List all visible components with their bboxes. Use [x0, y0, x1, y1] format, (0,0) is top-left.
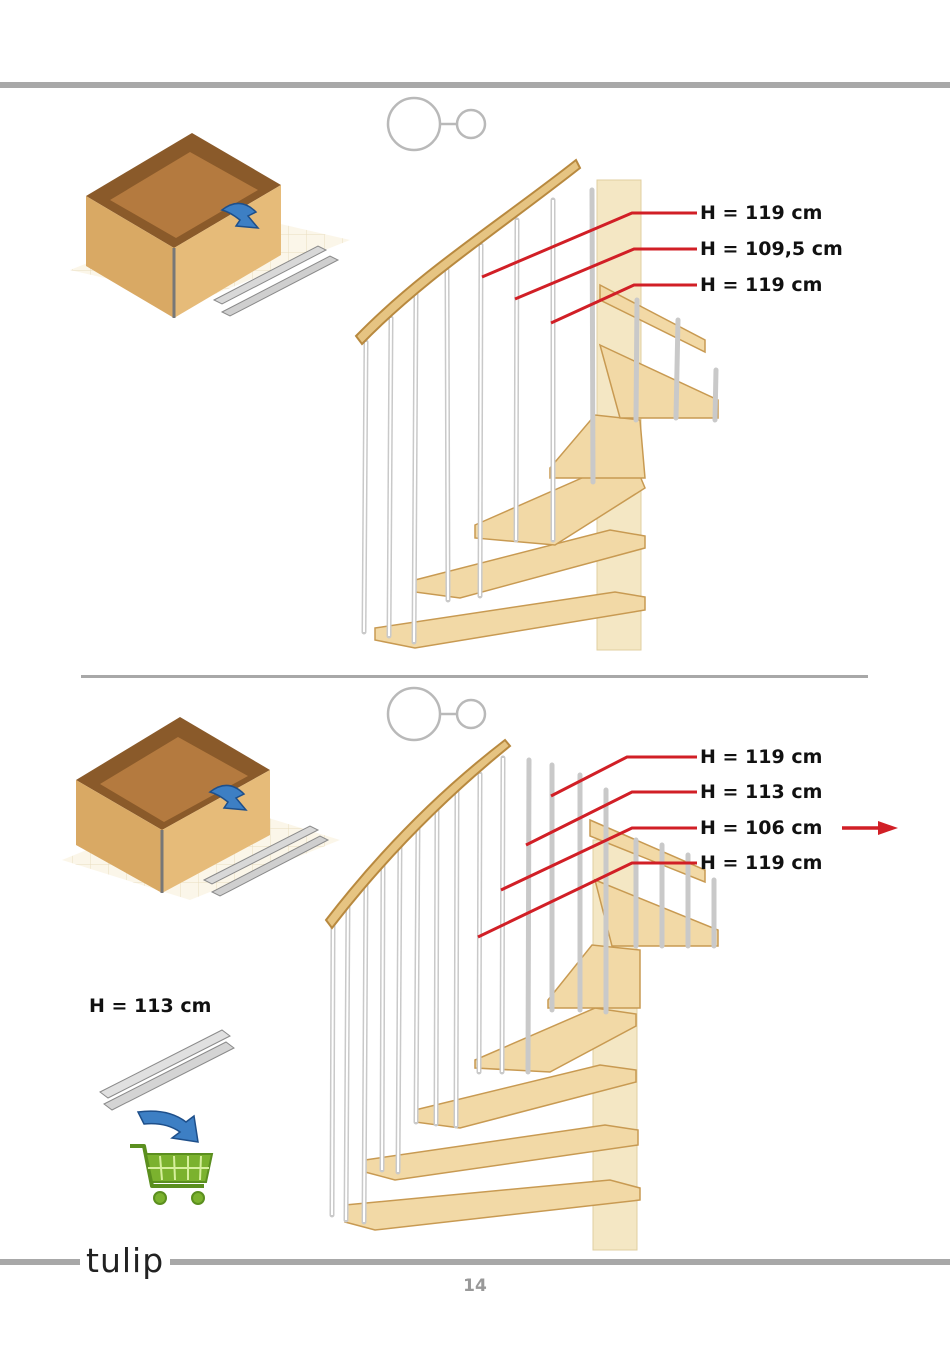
height-label-1c: H = 119 cm: [700, 275, 822, 295]
height-label-1a: H = 119 cm: [700, 203, 822, 223]
page-number: 14: [0, 1276, 950, 1296]
step-indicator-icon: [388, 98, 485, 150]
arrow-down-icon: [138, 1111, 198, 1142]
red-arrow-icon: [842, 821, 898, 835]
spare-height-label: H = 113 cm: [89, 996, 211, 1016]
box-icon: [62, 717, 340, 900]
height-label-2d: H = 119 cm: [700, 853, 822, 873]
staircase-2: [326, 740, 718, 1250]
height-label-2a: H = 119 cm: [700, 747, 822, 767]
height-label-2c: H = 106 cm: [700, 818, 822, 838]
height-label-1b: H = 109,5 cm: [700, 239, 843, 259]
staircase-1: [356, 160, 718, 650]
height-label-2b: H = 113 cm: [700, 782, 822, 802]
rails-icon: [100, 1030, 234, 1110]
shopping-cart-icon: [130, 1146, 212, 1204]
box-icon: [70, 133, 350, 318]
step-indicator-icon: [388, 688, 485, 740]
tulip-logo: tulip: [80, 1241, 170, 1281]
